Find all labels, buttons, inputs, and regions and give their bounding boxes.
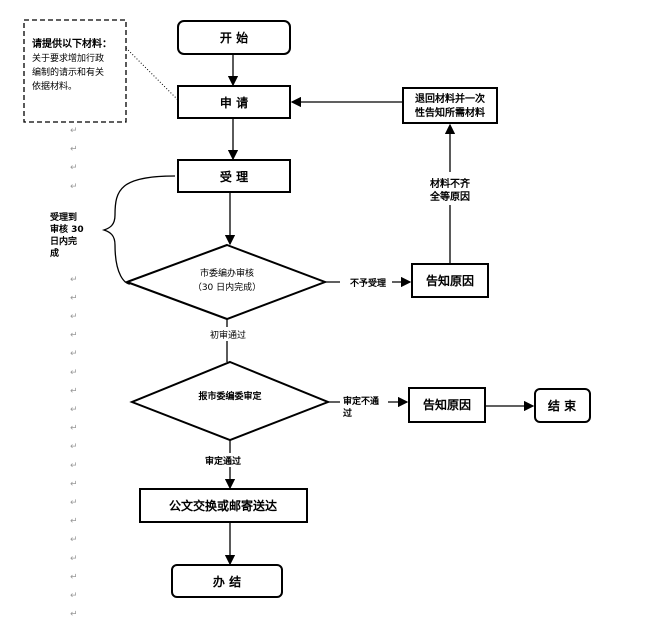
start-label: 开 始 [220,30,248,45]
pass1-label: 初审通过 [210,329,246,341]
note-line: 编制的请示和有关 [32,66,104,78]
brace-label: 日内完 [50,235,77,247]
pass2-label: 审定通过 [205,455,241,467]
paragraph-mark: ↵ [70,591,78,601]
review-label: （30 日内完成） [193,281,261,293]
incomplete-label: 全等原因 [429,190,470,203]
paragraph-mark: ↵ [70,312,78,322]
return-materials-node [402,87,498,124]
inform-reason-label: 告知原因 [423,397,471,412]
paragraph-mark: ↵ [70,517,78,527]
end-node [534,388,591,423]
fail2-label: 过 [343,407,352,419]
paragraph-mark: ↵ [70,479,78,489]
inform-reason-label: 告知原因 [426,273,474,288]
note-line: 关于要求增加行政 [32,52,104,64]
paragraph-mark: ↵ [70,535,78,545]
note-connector [125,47,179,101]
paragraph-mark: ↵ [70,126,78,136]
incomplete-label: 材料不齐 [430,177,471,190]
done-label: 办 结 [213,574,241,589]
apply-node [177,85,291,119]
paragraph-mark: ↵ [70,145,78,155]
paragraph-mark: ↵ [70,554,78,564]
return-label: 退回材料并一次 [415,92,485,105]
note-line: 依据材料。 [32,80,77,92]
paragraph-mark: ↵ [70,424,78,434]
paragraph-mark: ↵ [70,572,78,582]
reject-label: 不予受理 [350,277,386,289]
brace-label: 受理到 [50,211,77,223]
paragraph-mark: ↵ [70,498,78,508]
paragraph-marks: ↵ ↵ ↵ ↵ ↵ ↵ ↵ ↵ ↵ ↵ ↵ ↵ ↵ ↵ ↵ ↵ ↵ ↵ ↵ ↵ ↵ ↵ ↵ [70,126,78,620]
accept-node [177,159,291,193]
return-label: 性告知所需材料 [414,106,485,119]
paragraph-mark: ↵ [70,386,78,396]
paragraph-mark: ↵ [70,349,78,359]
accept-label: 受 理 [220,169,248,184]
deliver-node [139,488,308,523]
deliver-label: 公文交换或邮寄送达 [169,498,277,513]
paragraph-mark: ↵ [70,275,78,285]
end-label: 结 束 [548,398,577,413]
paragraph-mark: ↵ [70,610,78,620]
brace [101,175,176,285]
inform-reason-node [408,387,486,423]
paragraph-mark: ↵ [70,405,78,415]
note-title: 请提供以下材料： [32,37,112,50]
brace-label: 审核 30 [50,223,84,235]
paragraph-mark: ↵ [70,163,78,173]
done-node [171,564,283,598]
paragraph-mark: ↵ [70,293,78,303]
approve-label: 报市委编委审定 [198,390,262,402]
paragraph-mark: ↵ [70,368,78,378]
paragraph-mark: ↵ [70,182,78,192]
materials-note-box [23,19,127,123]
paragraph-mark: ↵ [70,442,78,452]
brace-label: 成 [50,247,59,259]
review-decision [124,243,328,321]
review-label: 市委编办审核 [200,267,254,279]
start-node [177,20,291,55]
paragraph-mark: ↵ [70,461,78,471]
apply-label: 申 请 [220,95,248,110]
paragraph-mark: ↵ [70,331,78,341]
fail2-label: 审定不通 [343,395,379,407]
